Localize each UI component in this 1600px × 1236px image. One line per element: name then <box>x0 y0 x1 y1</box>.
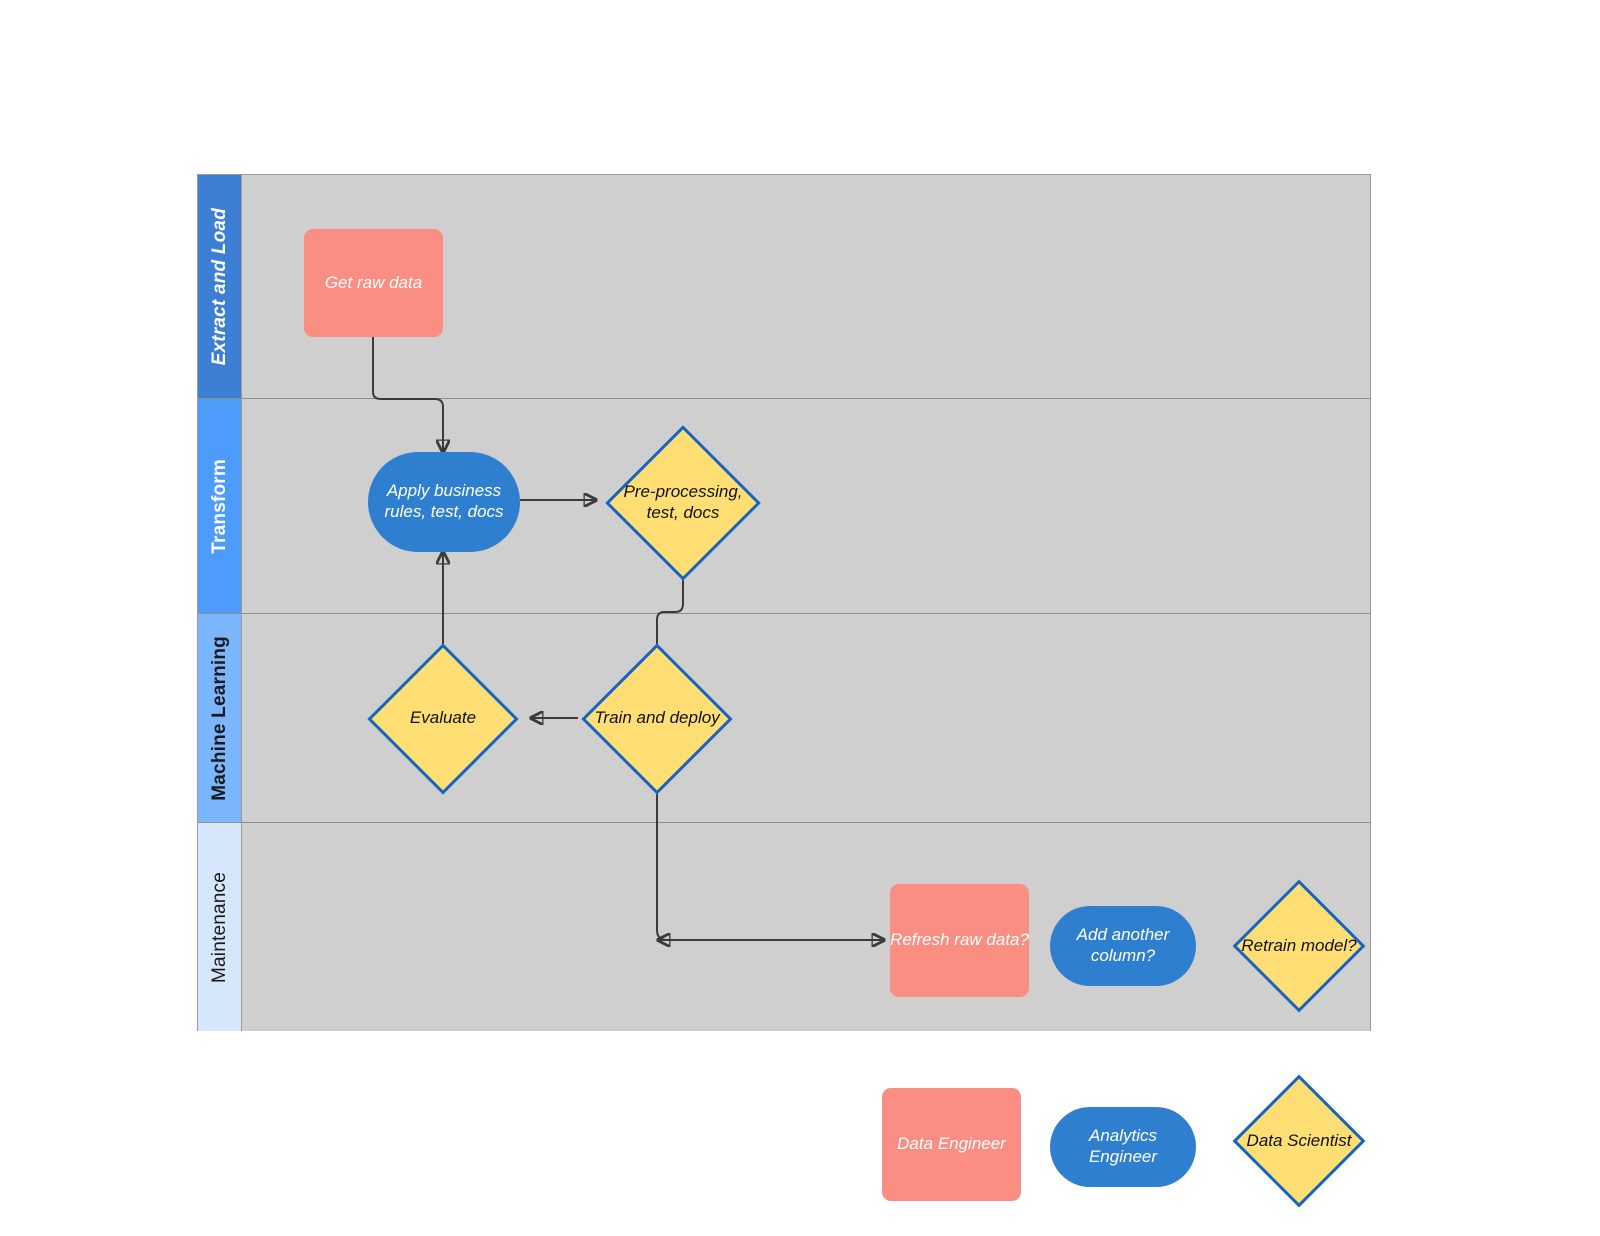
legend-item-analytics-engineer[interactable]: Analytics Engineer <box>1050 1107 1196 1187</box>
lane-header-maintenance: Maintenance <box>198 823 242 1031</box>
legend: Data Engineer Analytics Engineer Data Sc… <box>870 1074 1370 1208</box>
node-label-train-and-deploy: Train and deploy <box>594 708 720 728</box>
node-label-evaluate: Evaluate <box>409 708 477 728</box>
node-label-retrain-model: Retrain model? <box>1241 935 1357 955</box>
node-label-get-raw-data: Get raw data <box>324 272 423 292</box>
lane-label-machine-learning: Machine Learning <box>208 635 230 801</box>
legend-item-data-engineer[interactable]: Data Engineer <box>882 1088 1021 1201</box>
legend-label-data-engineer: Data Engineer <box>897 1134 1006 1154</box>
node-retrain-model[interactable]: Retrain model? <box>1215 879 1383 1013</box>
legend-label-data-scientist: Data Scientist <box>1246 1130 1352 1150</box>
lane-label-extract-and-load: Extract and Load <box>208 207 230 366</box>
node-pre-processing[interactable]: Pre-processing, test, docs <box>596 424 770 581</box>
lane-header-transform: Transform <box>198 399 242 613</box>
lane-header-machine-learning: Machine Learning <box>198 614 242 822</box>
legend-label-analytics-engineer: Analytics Engineer <box>1088 1126 1158 1166</box>
node-label-refresh-raw-data: Refresh raw data? <box>890 930 1029 950</box>
lane-body-maintenance <box>242 823 1370 1031</box>
legend-item-data-scientist[interactable]: Data Scientist <box>1215 1074 1383 1208</box>
node-refresh-raw-data[interactable]: Refresh raw data? <box>890 884 1029 997</box>
node-train-and-deploy[interactable]: Train and deploy <box>569 642 745 795</box>
lane-header-extract-and-load: Extract and Load <box>198 175 242 398</box>
node-label-pre-processing: Pre-processing, test, docs <box>623 481 743 522</box>
node-get-raw-data[interactable]: Get raw data <box>304 229 443 337</box>
lane-label-maintenance: Maintenance <box>208 871 230 983</box>
node-evaluate[interactable]: Evaluate <box>355 642 531 795</box>
node-label-add-another-column: Add another column? <box>1076 925 1170 965</box>
lane-maintenance: Maintenance <box>198 823 1370 1031</box>
node-apply-business-rules[interactable]: Apply business rules, test, docs <box>368 452 520 552</box>
node-add-another-column[interactable]: Add another column? <box>1050 906 1196 986</box>
lane-label-transform: Transform <box>208 458 230 554</box>
node-label-apply-business-rules: Apply business rules, test, docs <box>384 481 504 521</box>
